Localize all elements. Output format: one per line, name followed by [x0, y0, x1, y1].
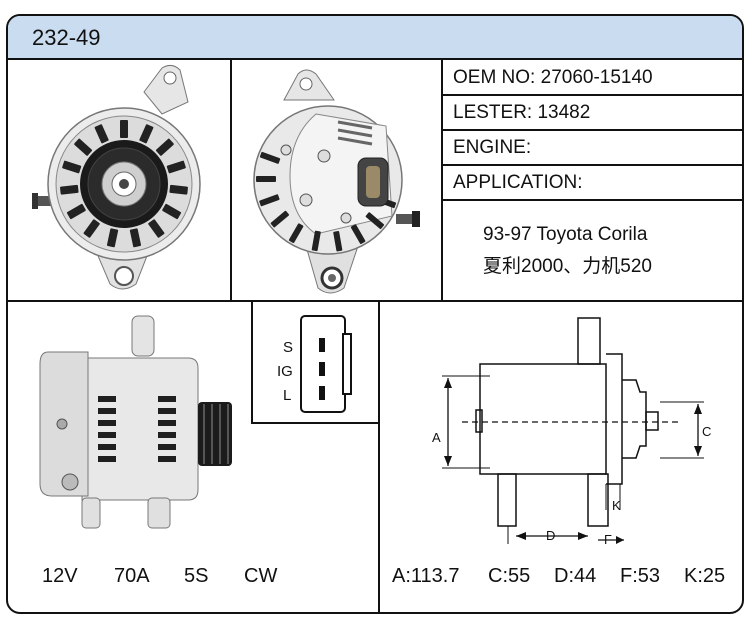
- dim-value-k: K:25: [684, 565, 726, 587]
- dim-label-a: A: [432, 430, 441, 445]
- alternator-front-view: [32, 64, 201, 290]
- dim-value-a: A:113.7: [392, 565, 460, 587]
- lester-row: LESTER: 13482: [453, 102, 590, 124]
- header-bar: 232-49: [8, 16, 742, 60]
- dim-label-k: K: [612, 498, 621, 513]
- pulley-rating: 5S: [184, 565, 209, 587]
- dim-value-f: F:53: [620, 565, 661, 587]
- divider-v-2: [441, 60, 443, 300]
- oem-row: OEM NO: 27060-15140: [453, 67, 653, 89]
- alternator-rear-view: [253, 69, 420, 294]
- rotation-rating: CW: [244, 565, 278, 587]
- divider-spec-2: [443, 129, 742, 131]
- dim-label-d: D: [546, 528, 555, 543]
- pin-label-l: L: [283, 387, 291, 404]
- dimension-drawing: A C K D F: [432, 317, 711, 544]
- divider-spec-3: [443, 164, 742, 166]
- spec-panel: OEM NO: 27060-15140 LESTER: 13482 ENGINE…: [443, 60, 742, 300]
- oem-value: 27060-15140: [540, 67, 653, 88]
- divider-spec-4: [443, 199, 742, 201]
- connector-box: [251, 302, 380, 424]
- application-line-2: 夏利2000、力机520: [483, 256, 652, 277]
- lester-value: 13482: [537, 102, 591, 123]
- voltage-rating: 12V: [42, 565, 78, 587]
- engine-row: ENGINE:: [453, 137, 531, 159]
- application-label: APPLICATION:: [453, 172, 583, 193]
- dim-label-c: C: [702, 424, 711, 439]
- dim-value-d: D:44: [554, 565, 597, 587]
- application-row: APPLICATION:: [453, 172, 583, 194]
- part-number-title: 232-49: [32, 25, 101, 50]
- alternator-side-view: [39, 315, 232, 529]
- lester-label: LESTER:: [453, 102, 533, 123]
- divider-v-1: [230, 60, 232, 300]
- engine-label: ENGINE:: [453, 137, 532, 158]
- dim-value-c: C:55: [488, 565, 531, 587]
- product-card: 232-49: [6, 14, 744, 614]
- dim-label-f: F: [604, 532, 612, 544]
- connector-diagram: S IG L: [277, 315, 352, 413]
- amperage-rating: 70A: [114, 565, 150, 587]
- oem-label: OEM NO:: [453, 67, 536, 88]
- pin-label-s: S: [283, 339, 293, 356]
- pin-label-ig: IG: [277, 363, 293, 380]
- divider-v-bottom: [378, 302, 380, 612]
- divider-h-main: [8, 300, 742, 302]
- divider-spec-1: [443, 94, 742, 96]
- application-line-1: 93-97 Toyota Corila: [483, 224, 648, 245]
